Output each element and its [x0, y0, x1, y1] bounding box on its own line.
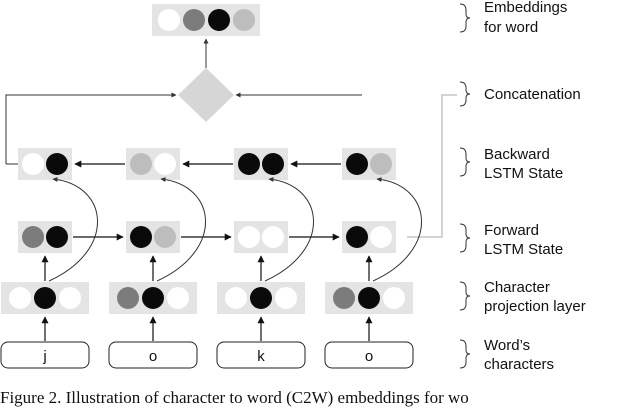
projection-vector-3	[217, 176, 314, 314]
embedding-unit-4	[233, 9, 255, 31]
forward-state-2	[126, 221, 180, 253]
projection-unit	[333, 287, 355, 309]
forward-unit	[346, 226, 368, 248]
projection-to-backward-arrow	[264, 176, 314, 282]
forward-unit	[22, 226, 44, 248]
backward-unit	[262, 153, 284, 175]
bracket-backward	[459, 147, 471, 177]
projection-unit	[59, 287, 81, 309]
backward-state-4	[342, 148, 396, 180]
projection-unit	[142, 287, 164, 309]
backward-state-2	[126, 148, 180, 180]
embedding-unit-1	[158, 9, 180, 31]
backward-to-diamond-line	[5, 92, 177, 164]
backward-lstm-row	[18, 148, 396, 180]
projection-vector-2	[109, 176, 206, 314]
character-label: o	[149, 348, 157, 365]
bracket-concatenation	[459, 81, 471, 107]
forward-state-4	[342, 221, 396, 253]
projection-unit	[9, 287, 31, 309]
bracket-forward	[459, 223, 471, 253]
concatenation-diamond	[178, 68, 234, 122]
projection-unit	[225, 287, 247, 309]
forward-state-3	[234, 221, 288, 253]
character-label: k	[257, 348, 265, 365]
projection-unit	[34, 287, 56, 309]
bracket-embeddings	[459, 3, 471, 33]
projection-layer-row	[1, 176, 422, 314]
label-embeddings-1: Embeddings	[484, 0, 567, 16]
character-box-1: j	[0, 316, 90, 369]
backward-unit	[154, 153, 176, 175]
forward-state-1	[18, 221, 72, 253]
character-box-4: o	[324, 316, 414, 369]
backward-unit	[22, 153, 44, 175]
label-characters-1: Word’s	[484, 337, 530, 354]
bracket-projection	[459, 281, 471, 311]
label-forward-1: Forward	[484, 222, 539, 239]
bracket-characters	[459, 339, 471, 369]
projection-vector-4	[325, 176, 422, 314]
forward-unit	[130, 226, 152, 248]
forward-unit	[46, 226, 68, 248]
character-label: j	[42, 348, 46, 365]
label-backward-1: Backward	[484, 146, 550, 163]
forward-unit	[154, 226, 176, 248]
embedding-unit-2	[183, 9, 205, 31]
label-forward-2: LSTM State	[484, 241, 563, 258]
backward-unit	[346, 153, 368, 175]
label-backward-2: LSTM State	[484, 165, 563, 182]
label-group: Embeddings for word Concatenation Backwa…	[459, 0, 586, 373]
backward-unit	[130, 153, 152, 175]
projection-unit	[167, 287, 189, 309]
projection-unit	[117, 287, 139, 309]
label-projection-2: projection layer	[484, 298, 586, 315]
forward-lstm-row	[18, 221, 396, 253]
backward-unit	[46, 153, 68, 175]
projection-vector-1	[1, 176, 98, 314]
projection-unit	[358, 287, 380, 309]
forward-unit	[238, 226, 260, 248]
character-box-2: o	[108, 316, 198, 369]
backward-unit	[238, 153, 260, 175]
projection-to-backward-arrow	[372, 176, 422, 282]
embedding-vector	[152, 4, 260, 36]
projection-unit	[250, 287, 272, 309]
backward-state-1	[18, 148, 72, 180]
label-characters-2: characters	[484, 356, 554, 373]
backward-state-3	[234, 148, 288, 180]
projection-to-backward-arrow	[48, 176, 98, 282]
projection-unit	[383, 287, 405, 309]
embedding-unit-3	[208, 9, 230, 31]
character-label: o	[365, 348, 373, 365]
backward-unit	[370, 153, 392, 175]
forward-to-concat-line	[407, 94, 457, 238]
label-embeddings-2: for word	[484, 19, 538, 36]
character-box-3: k	[216, 316, 306, 369]
projection-to-backward-arrow	[156, 176, 206, 282]
label-projection-1: Character	[484, 279, 550, 296]
forward-unit	[370, 226, 392, 248]
projection-unit	[275, 287, 297, 309]
label-concatenation: Concatenation	[484, 86, 581, 103]
forward-unit	[262, 226, 284, 248]
figure-caption: Figure 2. Illustration of character to w…	[0, 388, 469, 407]
